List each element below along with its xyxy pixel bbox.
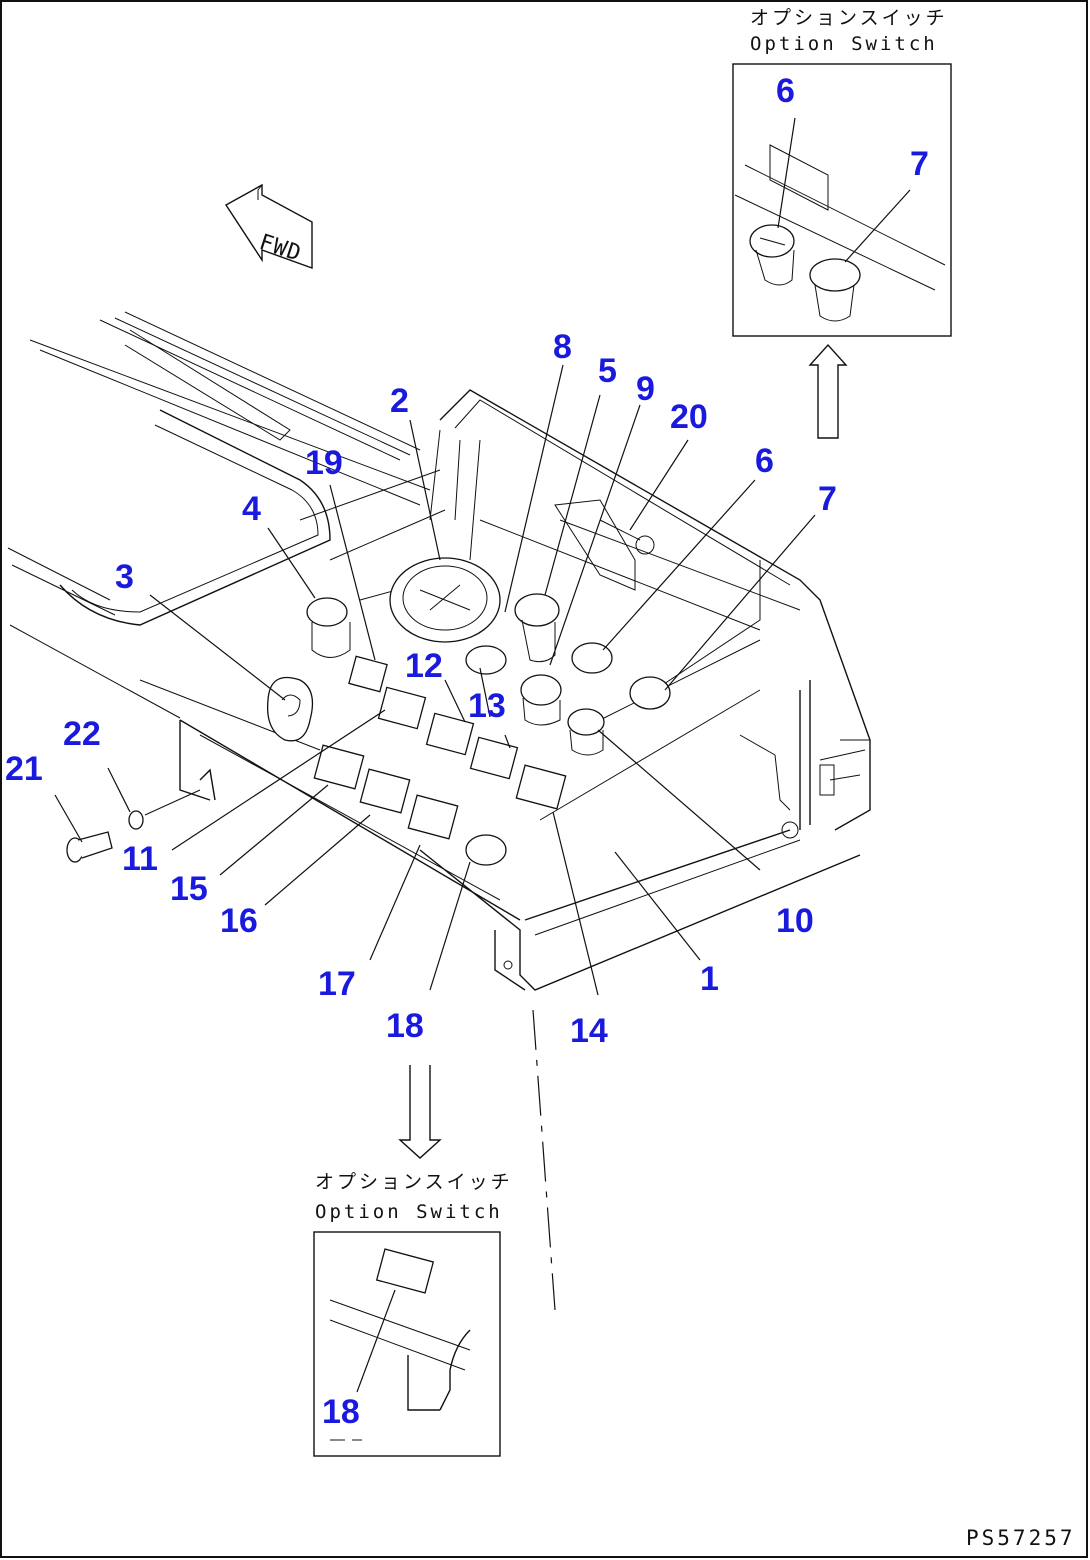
forward-arrow-icon: FWD xyxy=(225,183,313,269)
option-top-caption-en: Option Switch xyxy=(750,33,938,55)
option-top-caption-jp: オプションスイッチ xyxy=(750,7,948,29)
option-view-top: オプションスイッチ Option Switch xyxy=(732,7,952,337)
rotary-switch-3 xyxy=(266,676,314,742)
switch-14-part xyxy=(515,764,567,810)
arrow-up-icon xyxy=(808,343,848,439)
callout-11: 11 xyxy=(122,840,158,878)
callout-2: 2 xyxy=(390,382,409,420)
callout-1: 1 xyxy=(700,960,719,998)
callout-8: 8 xyxy=(553,328,572,366)
callout-5: 5 xyxy=(598,352,617,390)
switch-13-part xyxy=(469,736,519,780)
switch-17-part xyxy=(407,794,459,840)
callout-9: 9 xyxy=(636,370,655,408)
drawing-number: PS57257 xyxy=(966,1526,1076,1550)
plug-6 xyxy=(571,642,613,674)
callout-numbers: 1 2 3 4 5 6 7 8 9 10 11 12 13 14 15 16 1… xyxy=(5,72,929,1431)
arrow-down-icon xyxy=(398,1065,442,1159)
callout-13: 13 xyxy=(468,687,506,725)
switch-10-part xyxy=(567,708,605,736)
bolt-21-part xyxy=(66,831,113,863)
callout-18: 18 xyxy=(386,1007,424,1045)
switch-15-part xyxy=(313,744,365,790)
fwd-label: FWD xyxy=(256,230,304,267)
callout-20: 20 xyxy=(670,398,708,436)
washer-22-part xyxy=(128,810,144,830)
leader-lines xyxy=(54,364,816,1311)
option-view-bottom: オプションスイッチ Option Switch xyxy=(313,1171,513,1457)
option-switch-18 xyxy=(375,1248,435,1294)
callout-21: 21 xyxy=(5,750,43,788)
switch-11-part xyxy=(377,686,427,730)
callout-12: 12 xyxy=(405,647,443,685)
callout-16: 16 xyxy=(220,902,258,940)
callout-option-bottom-18: 18 xyxy=(322,1393,360,1431)
rotary-switch-4 xyxy=(306,597,348,627)
switch-19-part xyxy=(348,655,388,693)
callout-6: 6 xyxy=(755,442,774,480)
callout-7: 7 xyxy=(818,480,837,518)
option-bottom-frame xyxy=(313,1231,501,1457)
console-switches xyxy=(66,557,671,866)
callout-14: 14 xyxy=(570,1012,608,1050)
callout-4: 4 xyxy=(242,490,261,528)
switch-8-part xyxy=(514,593,560,627)
callout-22: 22 xyxy=(63,715,101,753)
option-bottom-caption-jp: オプションスイッチ xyxy=(315,1171,513,1193)
callout-3: 3 xyxy=(115,558,134,596)
callout-19: 19 xyxy=(305,444,343,482)
option-bottom-caption-en: Option Switch xyxy=(315,1201,503,1223)
plug-18 xyxy=(465,834,507,866)
plug-7 xyxy=(629,676,671,710)
callout-17: 17 xyxy=(318,965,356,1003)
switch-12-part xyxy=(425,712,475,756)
callout-15: 15 xyxy=(170,870,208,908)
option-plug-7 xyxy=(809,258,861,292)
switch-9-part xyxy=(520,674,562,706)
switch-16-part xyxy=(359,768,411,814)
callout-option-top-6: 6 xyxy=(776,72,795,110)
option-top-frame xyxy=(732,63,952,337)
callout-10: 10 xyxy=(776,902,814,940)
callout-option-top-7: 7 xyxy=(910,145,929,183)
